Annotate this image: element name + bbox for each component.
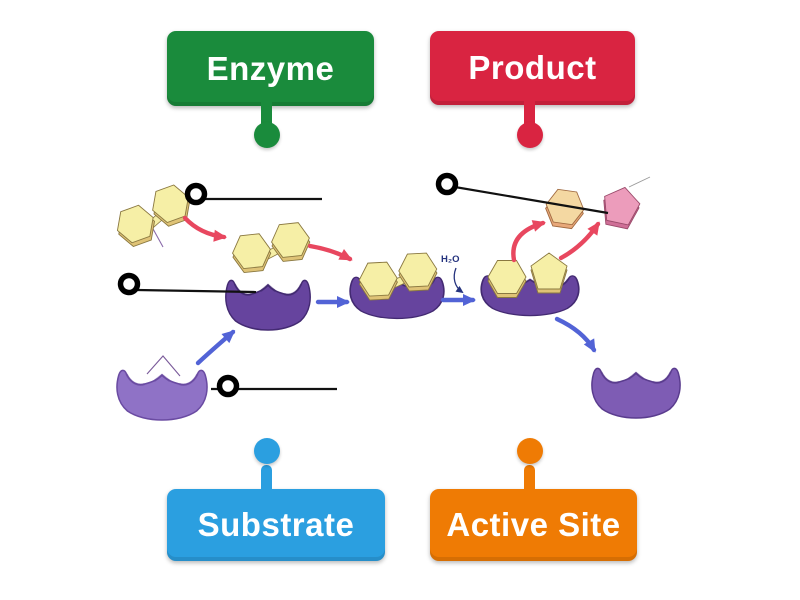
free-enzyme-bottom-right (591, 368, 681, 418)
red-arrow-substrate-moves (182, 215, 227, 242)
label-substrate[interactable]: Substrate (167, 438, 385, 561)
label-enzyme-pin-ball (254, 122, 280, 148)
pentagon-sketch-line (628, 176, 651, 188)
blue-arrow-enzyme-joins (195, 329, 236, 366)
label-active-site-pin-stem (524, 465, 535, 493)
label-enzyme[interactable]: Enzyme (167, 31, 374, 148)
substrate-molecule-free (109, 182, 197, 250)
label-product-pin-ball (517, 122, 543, 148)
label-product-text: Product (468, 49, 597, 86)
pointer-line-2 (136, 288, 257, 294)
released-product-pentagon (599, 183, 643, 231)
active-site-outline-sketch (146, 355, 181, 377)
label-active-site-text: Active Site (446, 506, 621, 543)
label-active-site[interactable]: Active Site (430, 438, 637, 561)
red-arrow-product-release-right (558, 221, 601, 261)
label-product[interactable]: Product (430, 31, 635, 148)
label-enzyme-pin-stem (261, 101, 272, 131)
pointer-line-4 (448, 184, 609, 215)
label-substrate-text: Substrate (197, 506, 355, 543)
label-enzyme-text: Enzyme (206, 49, 335, 87)
substrate-sketch-line (151, 226, 164, 248)
enzyme-empty-cleft (225, 280, 311, 330)
red-arrow-substrate-binds (307, 243, 353, 262)
free-enzyme-bottom-left (116, 370, 208, 420)
drop-target-ring-2[interactable] (117, 272, 141, 296)
drop-target-ring-1[interactable] (184, 182, 208, 206)
drop-target-ring-4[interactable] (435, 172, 459, 196)
label-active-site-pin-ball (517, 438, 543, 464)
label-product-pin-stem (524, 101, 535, 131)
label-substrate-pin-ball (254, 438, 280, 464)
red-arrow-product-release-left (511, 220, 546, 263)
h2o-label: H₂O (441, 254, 459, 265)
substrate-molecule-approaching (230, 222, 312, 274)
h2o-arrow (453, 267, 464, 294)
blue-arrow-enzyme-recycled (554, 316, 597, 353)
drop-target-ring-3[interactable] (216, 374, 240, 398)
label-substrate-pin-stem (261, 465, 272, 493)
